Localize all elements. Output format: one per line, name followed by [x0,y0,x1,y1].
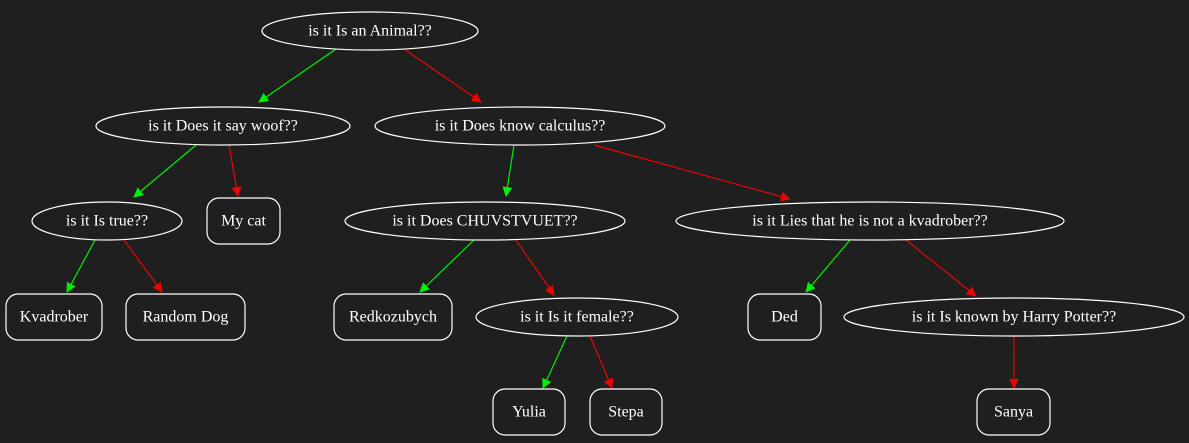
node-label: My cat [221,213,266,230]
node-label: Ded [771,309,798,326]
question-node-is-true: is it Is true?? [31,201,183,241]
no-edge-woof-to-mycat [228,144,242,197]
question-node-chuvstvuet: is it Does CHUVSTVUET?? [344,201,626,241]
question-node-is-female: is it Is it female?? [475,297,679,337]
question-node-know-calculus: is it Does know calculus?? [374,106,666,146]
yes-edge-true-to-kvadrober [66,239,96,293]
answer-node-stepa: Stepa [589,388,663,436]
no-edge-animal-to-calculus [403,48,482,103]
answer-node-yulia: Yulia [492,388,566,436]
node-label: Random Dog [143,309,229,326]
node-label: Kvadrober [20,309,89,326]
answer-node-kvadrober: Kvadrober [5,293,103,341]
yes-edge-calculus-to-chuvstvuet [502,144,515,197]
node-label: Yulia [512,404,546,421]
no-edge-true-to-randomdog [123,239,163,293]
question-node-say-woof: is it Does it say woof?? [95,106,351,146]
question-node-harry-potter: is it Is known by Harry Potter?? [843,297,1185,337]
node-label: is it Does it say woof?? [148,118,298,135]
node-label: Sanya [994,404,1033,421]
no-edge-lies-to-potter [905,239,977,297]
node-label: is it Is true?? [66,213,148,230]
node-label: is it Lies that he is not a kvadrober?? [752,213,987,230]
question-node-lies-kvadrober: is it Lies that he is not a kvadrober?? [675,201,1065,241]
node-label: is it Is it female?? [520,309,634,326]
no-edge-female-to-stepa [589,335,614,389]
yes-edge-lies-to-ded [805,239,851,293]
yes-edge-female-to-yulia [542,335,568,389]
answer-node-redkozubych: Redkozubych [333,293,453,341]
nodes: is it Is an Animal?? is it Does it say w… [5,11,1185,436]
answer-node-sanya: Sanya [976,388,1051,436]
answer-node-random-dog: Random Dog [125,293,246,341]
node-label: Stepa [608,404,644,421]
node-label: is it Does know calculus?? [435,118,606,135]
answer-node-ded: Ded [747,293,822,341]
node-label: is it Does CHUVSTVUET?? [392,213,577,230]
node-label: is it Is known by Harry Potter?? [912,309,1116,326]
edges [66,48,1019,389]
yes-edge-animal-to-woof [258,48,337,103]
question-node-is-animal: is it Is an Animal?? [261,11,479,51]
answer-node-my-cat: My cat [206,197,281,245]
no-edge-chuvstvuet-to-female [515,239,555,296]
node-label: is it Is an Animal?? [308,23,432,40]
yes-edge-chuvstvuet-to-redkozubych [419,239,475,293]
yes-edge-woof-to-true [133,144,197,198]
node-label: Redkozubych [349,309,437,326]
no-edge-calculus-to-lies [593,144,791,202]
